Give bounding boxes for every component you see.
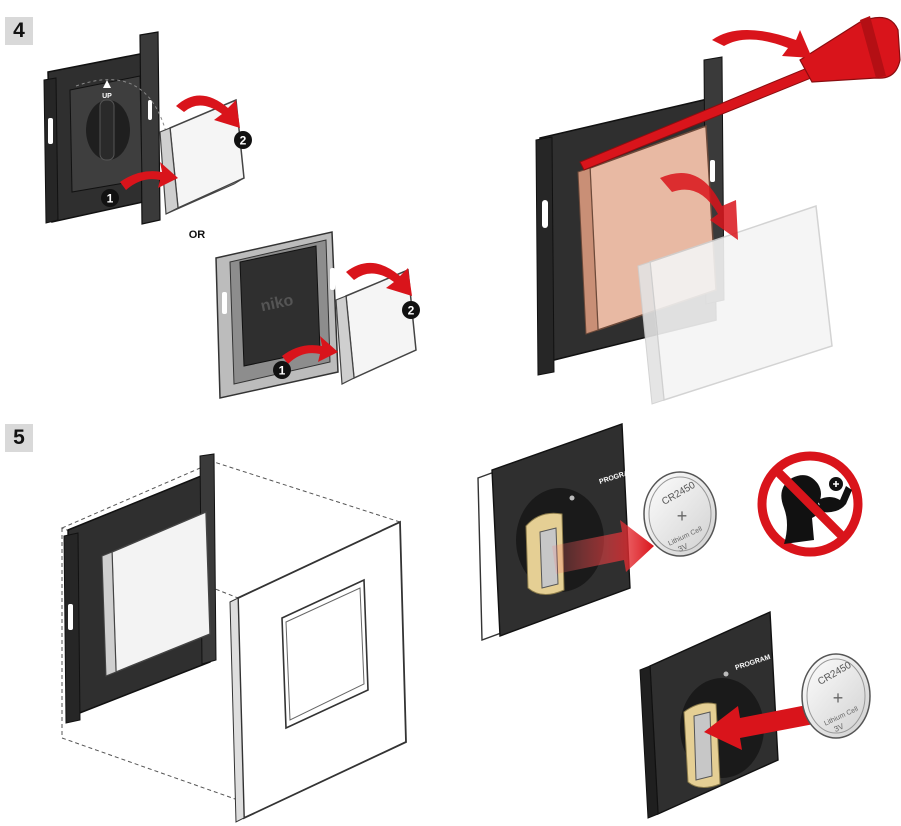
curved-arrow-icon <box>176 95 240 128</box>
battery-removal-top-illustration: PROGRAM CR2450 + Lithium Cell 3V <box>477 423 717 641</box>
callout-2: 2 <box>240 134 247 148</box>
battery-voltage: 3V <box>677 541 690 554</box>
battery-insertion-bottom-illustration: PROGRAM CR2450 + Lithium Cell 3V <box>639 610 871 819</box>
coin-cell-bottom: CR2450 + Lithium Cell 3V <box>801 653 871 739</box>
step-5-badge: 5 <box>5 424 33 452</box>
battery-voltage: 3V <box>833 721 846 734</box>
callout-2: 2 <box>408 304 415 318</box>
battery-plus: + <box>677 506 688 526</box>
step-4-badge: 4 <box>5 17 33 45</box>
curved-arrow-icon <box>712 30 812 58</box>
curved-arrow-icon <box>552 520 654 574</box>
callout-1: 1 <box>107 192 114 206</box>
curved-arrow-icon <box>704 704 814 750</box>
callout-1: 1 <box>279 364 286 378</box>
module-a-illustration: UP 1 2 <box>43 31 252 225</box>
curved-arrow-icon <box>346 262 412 296</box>
or-label: OR <box>189 229 206 241</box>
curved-arrow-icon <box>282 336 338 364</box>
battery-plus: + <box>833 688 844 708</box>
brand-logo: niko <box>259 292 295 316</box>
up-label: UP <box>102 93 112 100</box>
cover-removal-illustration <box>535 16 901 405</box>
no-children-warning-icon <box>757 451 863 557</box>
curved-arrow-icon <box>120 162 178 190</box>
coin-cell-top: CR2450 + Lithium Cell 3V <box>643 471 717 557</box>
module-b-illustration: niko 1 2 <box>215 231 420 399</box>
frame-assembly-illustration <box>60 453 407 823</box>
screwdriver-icon <box>579 16 901 171</box>
curved-arrow-icon <box>660 172 738 240</box>
